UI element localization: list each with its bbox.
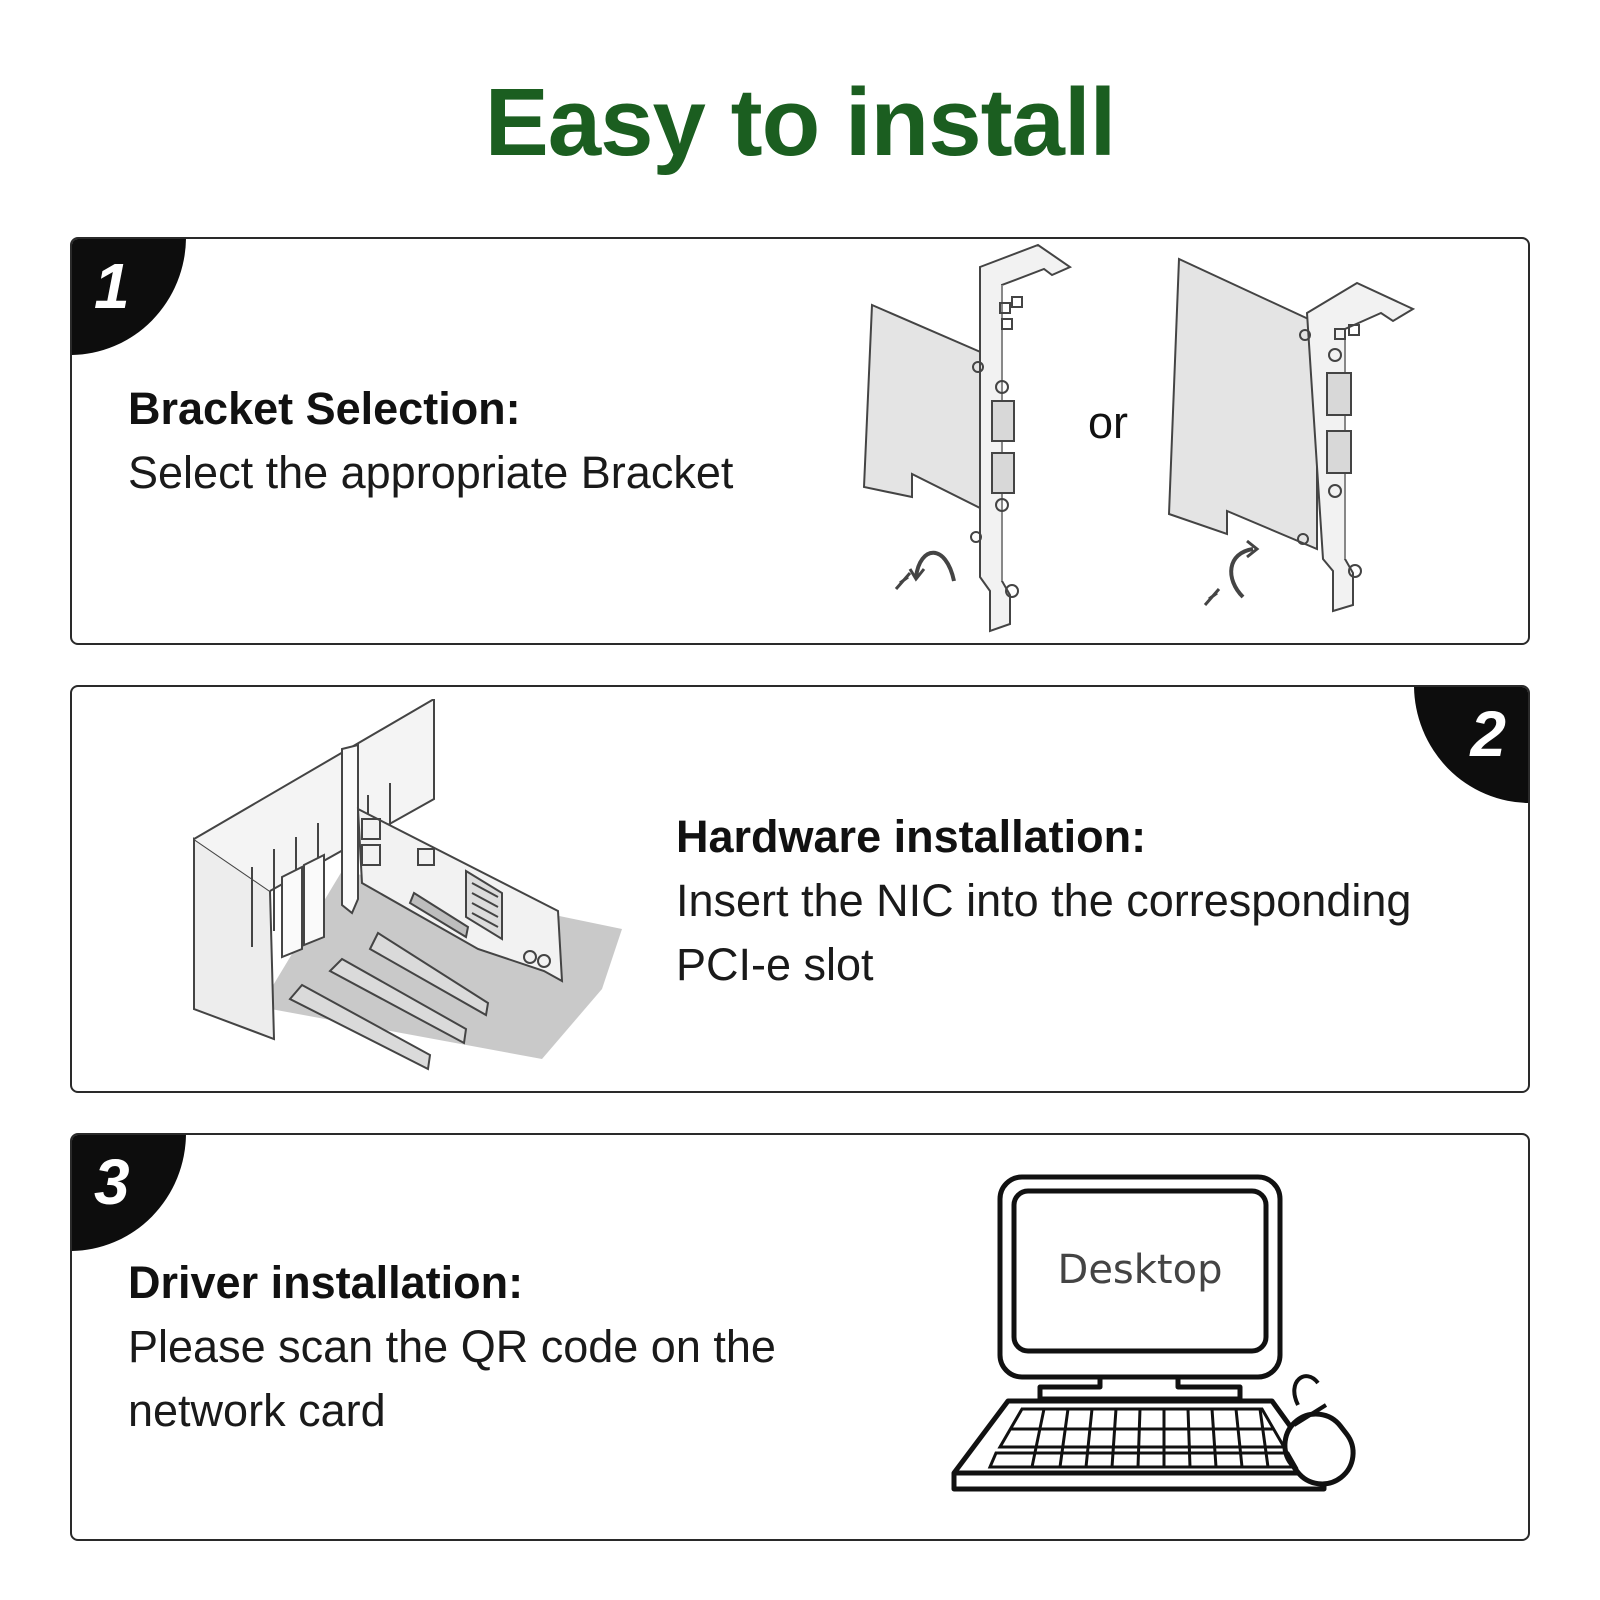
step-2-heading: Hardware installation: bbox=[676, 811, 1147, 862]
step-1-text: Bracket Selection: Select the appropriat… bbox=[128, 377, 733, 505]
step-2-panel: 2 Hardware installation: Insert the bbox=[70, 685, 1530, 1093]
step-2-line-1: Insert the NIC into the corresponding bbox=[676, 875, 1412, 926]
low-profile-bracket-card-icon bbox=[1167, 257, 1416, 613]
step-2-text: Hardware installation: Insert the NIC in… bbox=[676, 805, 1411, 997]
desktop-computer-icon: Desktop bbox=[951, 1174, 1356, 1492]
step-2-line-2: PCI-e slot bbox=[676, 939, 874, 990]
screen-label: Desktop bbox=[1058, 1247, 1223, 1293]
step-2-badge: 2 bbox=[1414, 687, 1528, 803]
step-2-number: 2 bbox=[1470, 698, 1506, 770]
step-3-badge: 3 bbox=[72, 1135, 186, 1251]
step-1-heading: Bracket Selection: bbox=[128, 383, 521, 434]
pcie-slot-installation-icon bbox=[193, 699, 622, 1071]
step-1-line-1: Select the appropriate Bracket bbox=[128, 447, 734, 498]
full-height-bracket-card-icon bbox=[862, 243, 1073, 633]
step-3-line-1: Please scan the QR code on the bbox=[128, 1321, 776, 1372]
step-3-heading: Driver installation: bbox=[128, 1257, 524, 1308]
step-1-number: 1 bbox=[94, 250, 130, 322]
step-1-badge: 1 bbox=[72, 239, 186, 355]
page-title: Easy to install bbox=[484, 69, 1117, 176]
or-connector: or bbox=[1088, 397, 1129, 448]
step-3-number: 3 bbox=[94, 1146, 130, 1218]
step-3-text: Driver installation: Please scan the QR … bbox=[128, 1251, 776, 1443]
step-3-line-2: network card bbox=[128, 1385, 386, 1436]
step-1-panel: 1 Bracket Selection: Select the appropri… bbox=[70, 237, 1530, 645]
step-3-panel: 3 Driver installation: Please scan the Q… bbox=[70, 1133, 1530, 1541]
